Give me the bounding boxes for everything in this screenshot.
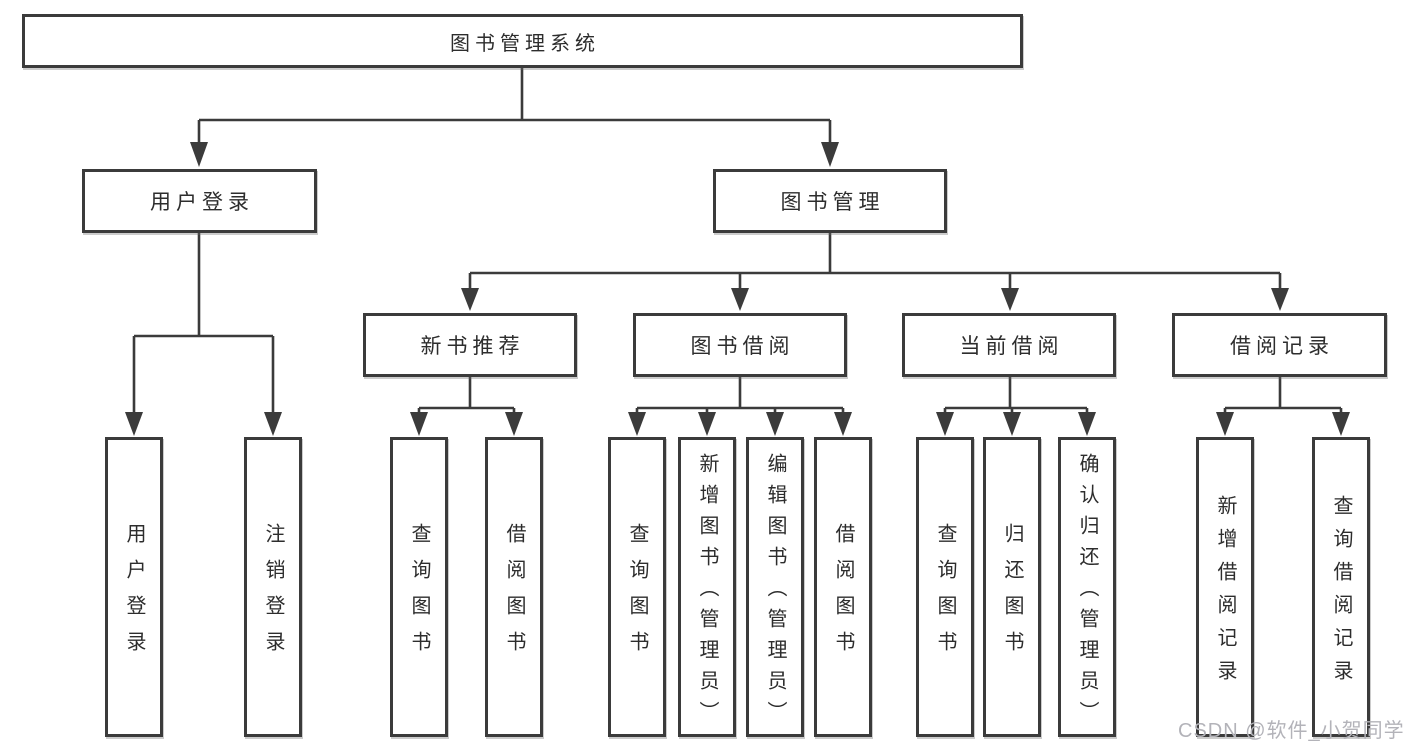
node-label: 新书推荐 <box>420 335 525 358</box>
leaf-label: 归还图书 <box>1001 523 1023 667</box>
arrowhead <box>698 412 716 436</box>
leaf-user-login: 用户登录 <box>105 437 163 737</box>
arrowhead <box>410 412 428 436</box>
leaf-edit-book-admin: 编辑图书（管理员） <box>746 437 804 737</box>
arrowhead <box>461 288 479 311</box>
node-book-borrow: 图书借阅 <box>633 313 847 377</box>
leaf-query-books-3: 查询图书 <box>916 437 974 737</box>
leaf-label: 编辑图书（管理员） <box>764 453 786 732</box>
node-library-system: 图书管理系统 <box>22 14 1023 68</box>
leaf-borrow-books-2: 借阅图书 <box>814 437 872 737</box>
leaf-logout: 注销登录 <box>244 437 302 737</box>
arrowhead <box>1001 288 1019 311</box>
node-new-book-recommend: 新书推荐 <box>363 313 577 377</box>
leaf-query-borrow-record: 查询借阅记录 <box>1312 437 1370 737</box>
arrowhead <box>821 142 839 167</box>
leaf-confirm-return-admin: 确认归还（管理员） <box>1058 437 1116 737</box>
node-current-borrow: 当前借阅 <box>902 313 1116 377</box>
arrowhead <box>190 142 208 167</box>
node-label: 图书借阅 <box>690 335 795 358</box>
leaf-label: 新增借阅记录 <box>1214 494 1236 693</box>
leaf-borrow-books-1: 借阅图书 <box>485 437 543 737</box>
leaf-label: 新增图书（管理员） <box>696 453 718 732</box>
arrowhead <box>1078 412 1096 436</box>
leaf-query-books-2: 查询图书 <box>608 437 666 737</box>
leaf-add-book-admin: 新增图书（管理员） <box>678 437 736 737</box>
leaf-label: 确认归还（管理员） <box>1076 453 1098 732</box>
arrowhead <box>125 412 143 436</box>
arrowhead <box>766 412 784 436</box>
leaf-label: 查询图书 <box>626 523 648 667</box>
arrowhead <box>505 412 523 436</box>
watermark: CSDN @软件_小贺同学 <box>1178 720 1405 742</box>
node-label: 图书管理 <box>780 191 885 214</box>
leaf-label: 查询图书 <box>934 523 956 667</box>
leaf-label: 用户登录 <box>123 523 145 667</box>
leaf-label: 注销登录 <box>262 523 284 667</box>
arrowhead <box>834 412 852 436</box>
leaf-query-books-1: 查询图书 <box>390 437 448 737</box>
node-label: 借阅记录 <box>1230 335 1334 358</box>
arrowhead <box>1332 412 1350 436</box>
arrowhead <box>731 288 749 311</box>
node-borrow-records: 借阅记录 <box>1172 313 1387 377</box>
leaf-label: 借阅图书 <box>503 523 525 667</box>
node-user-login: 用户登录 <box>82 169 317 233</box>
leaf-label: 查询图书 <box>408 523 430 667</box>
arrowhead <box>1271 288 1289 311</box>
node-label: 图书管理系统 <box>450 32 600 55</box>
leaf-return-book: 归还图书 <box>983 437 1041 737</box>
node-book-management: 图书管理 <box>713 169 947 233</box>
arrowhead <box>628 412 646 436</box>
leaf-label: 借阅图书 <box>832 523 854 667</box>
arrowhead <box>936 412 954 436</box>
leaf-label: 查询借阅记录 <box>1330 494 1352 693</box>
node-label: 当前借阅 <box>959 335 1064 358</box>
arrowhead <box>264 412 282 436</box>
arrowhead <box>1216 412 1234 436</box>
arrowhead <box>1003 412 1021 436</box>
leaf-add-borrow-record: 新增借阅记录 <box>1196 437 1254 737</box>
node-label: 用户登录 <box>150 191 254 214</box>
